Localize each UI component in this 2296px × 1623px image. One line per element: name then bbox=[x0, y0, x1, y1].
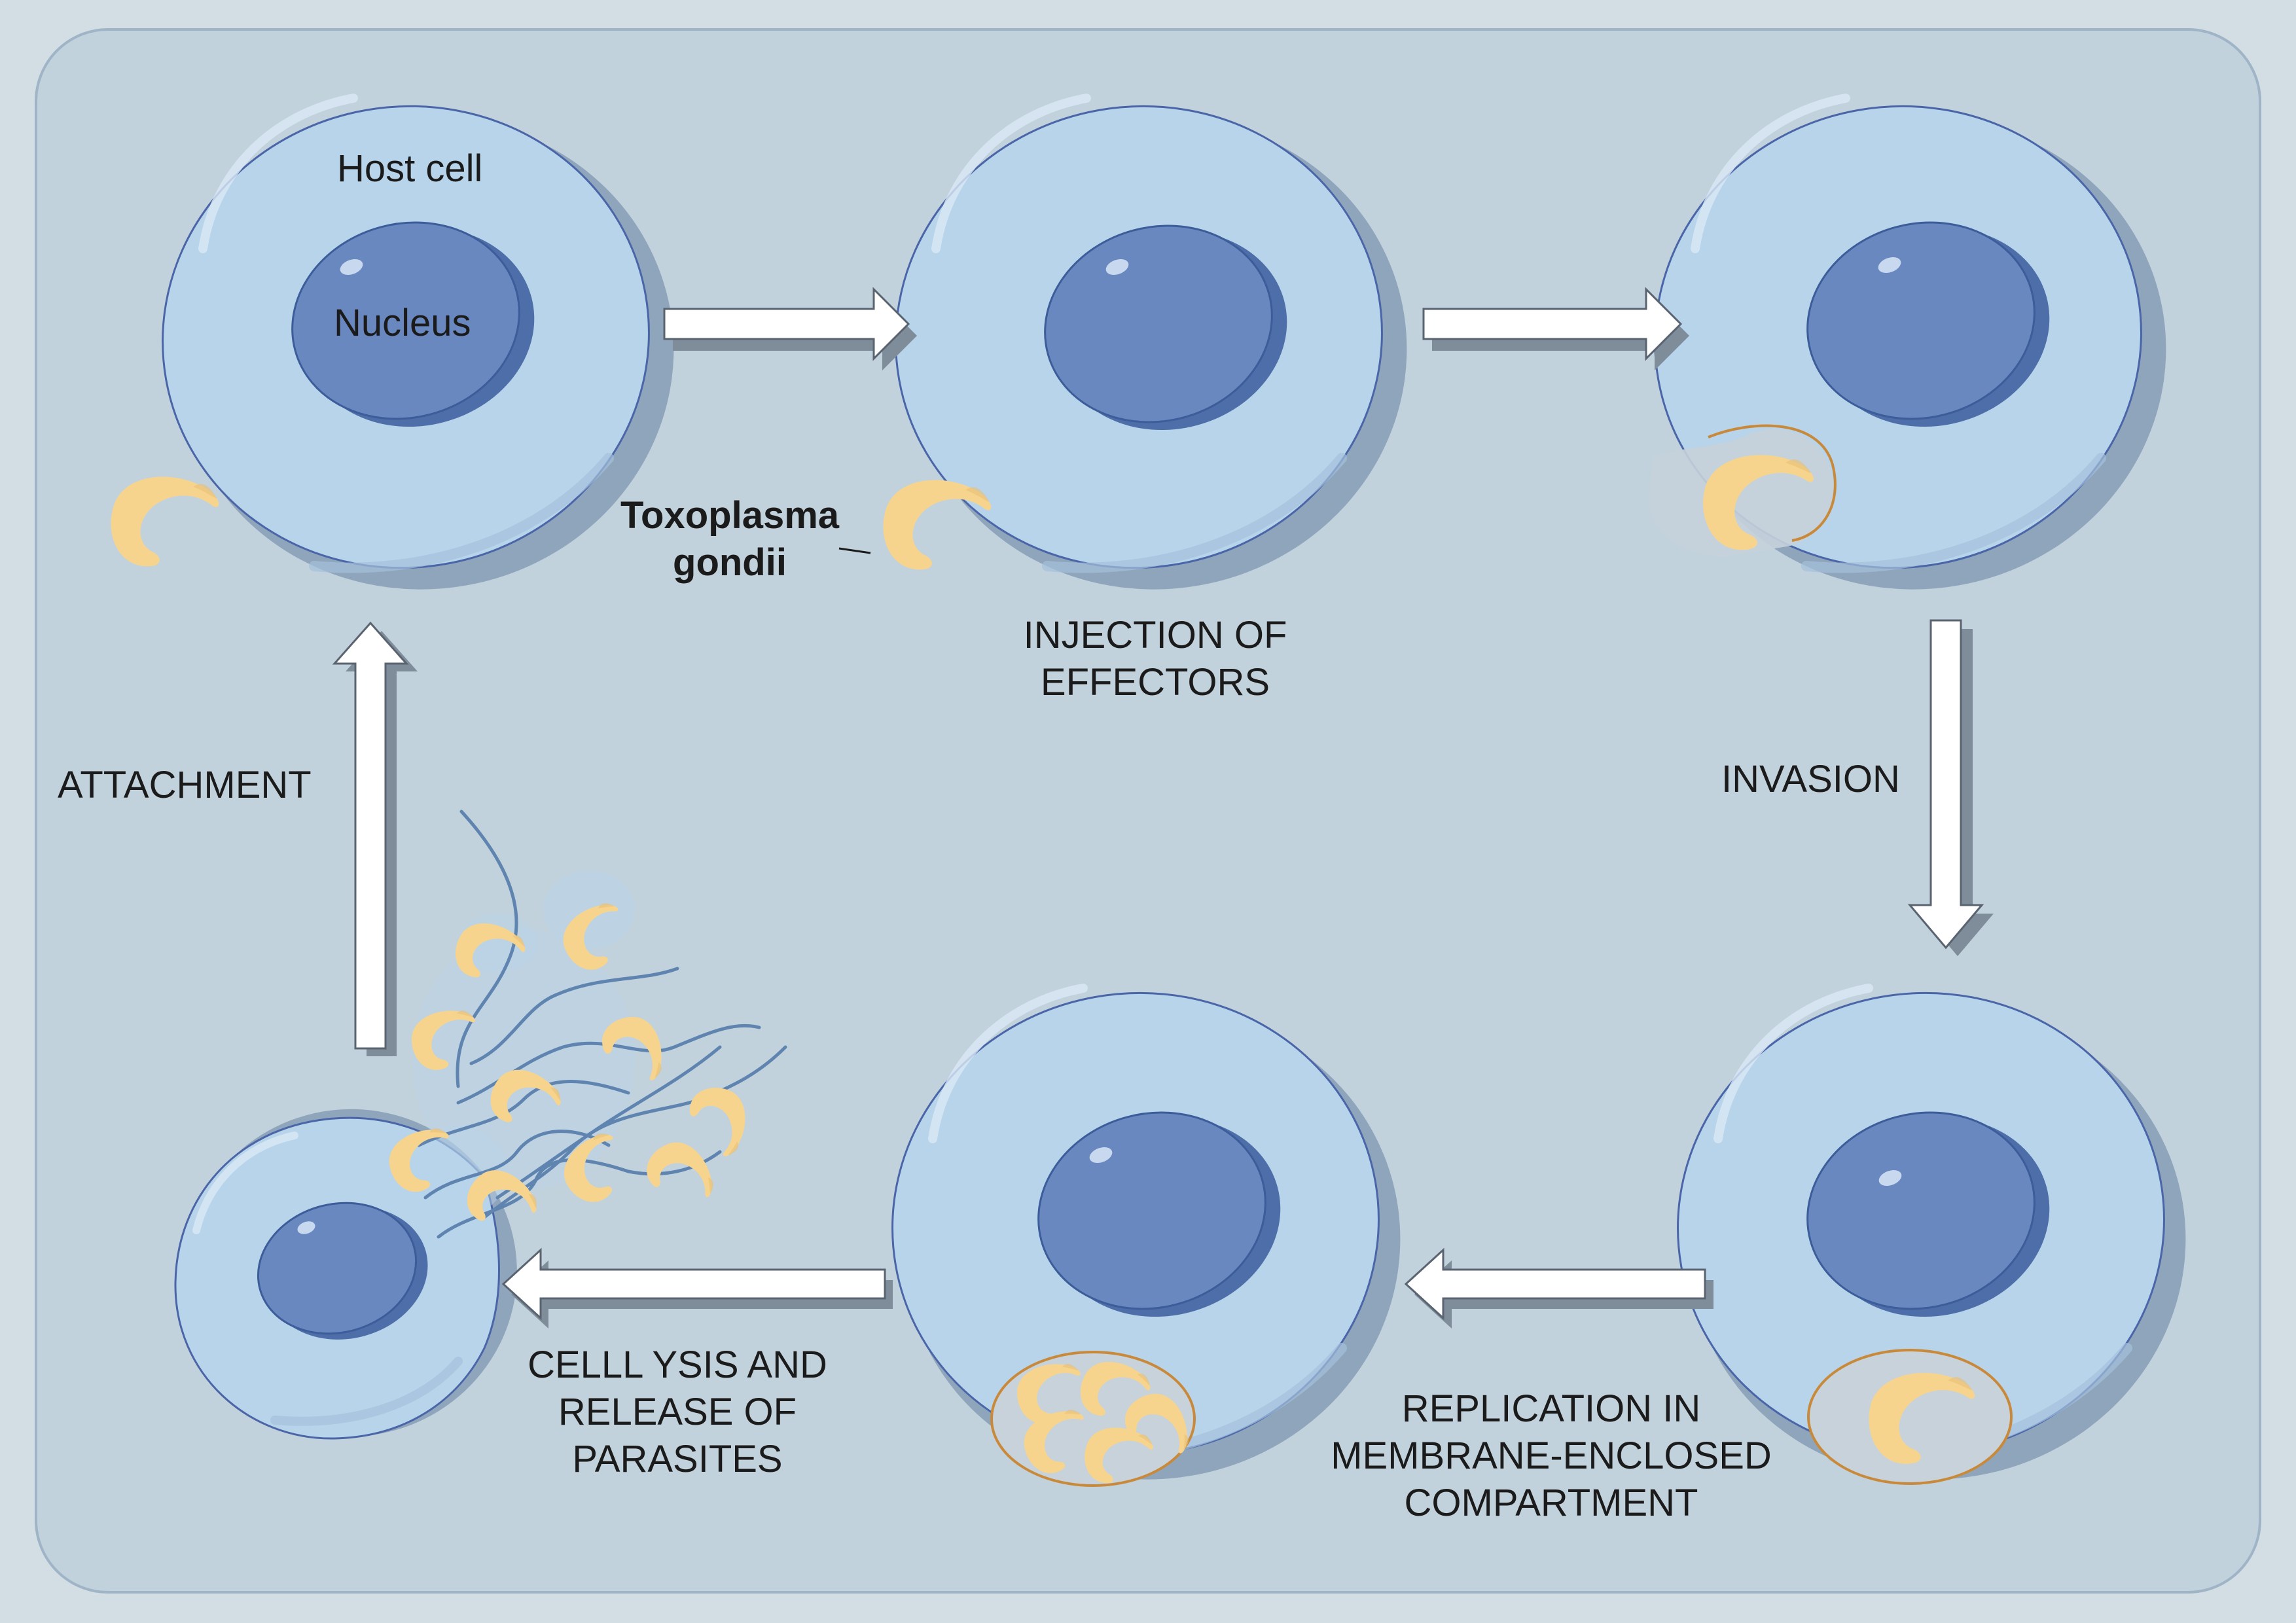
nucleus bbox=[1806, 221, 2050, 427]
toxoplasma-gondii-label: Toxoplasma gondii bbox=[620, 494, 840, 584]
arrow-cell3-to-cell4 bbox=[1907, 619, 1994, 956]
nucleus bbox=[291, 221, 535, 427]
nucleus bbox=[1044, 224, 1287, 431]
invasion-label: INVASION bbox=[1721, 758, 1900, 800]
arrow-cell6-to-cell1 bbox=[332, 621, 418, 1056]
parasitophorous-vacuole bbox=[990, 1351, 1196, 1490]
cell-lysis-label: CELLL YSIS AND RELEASE OF PARASITES bbox=[528, 1344, 827, 1480]
attachment-label: ATTACHMENT bbox=[58, 764, 312, 806]
host-cell-invasion bbox=[1649, 94, 2166, 590]
forming-vacuole-membrane bbox=[1708, 424, 1837, 542]
nucleus-label: Nucleus bbox=[334, 302, 471, 344]
arrow-cell5-to-cell6 bbox=[501, 1247, 893, 1329]
injection-of-effectors-label: INJECTION OF EFFECTORS bbox=[1023, 614, 1287, 704]
arrow-cell1-to-cell2 bbox=[663, 287, 917, 370]
replication-label: REPLICATION IN MEMBRANE-ENCLOSED COMPART… bbox=[1331, 1387, 1772, 1524]
host-cell-multiplication bbox=[891, 984, 1401, 1490]
host-cell-injection bbox=[838, 94, 1407, 590]
arrow-cell4-to-cell5 bbox=[1404, 1247, 1713, 1329]
arrow-cell2-to-cell3 bbox=[1422, 287, 1689, 370]
nucleus bbox=[1037, 1111, 1281, 1317]
released-parasites bbox=[381, 810, 787, 1245]
nucleus bbox=[257, 1202, 428, 1340]
toxoplasma-leader-line bbox=[838, 547, 871, 554]
host-cell-replication bbox=[1677, 984, 2186, 1485]
nucleus bbox=[1806, 1111, 2050, 1317]
host-cell-attachment bbox=[107, 94, 674, 590]
host-cell-label: Host cell bbox=[337, 147, 483, 190]
parasitophorous-vacuole bbox=[1807, 1349, 2013, 1485]
